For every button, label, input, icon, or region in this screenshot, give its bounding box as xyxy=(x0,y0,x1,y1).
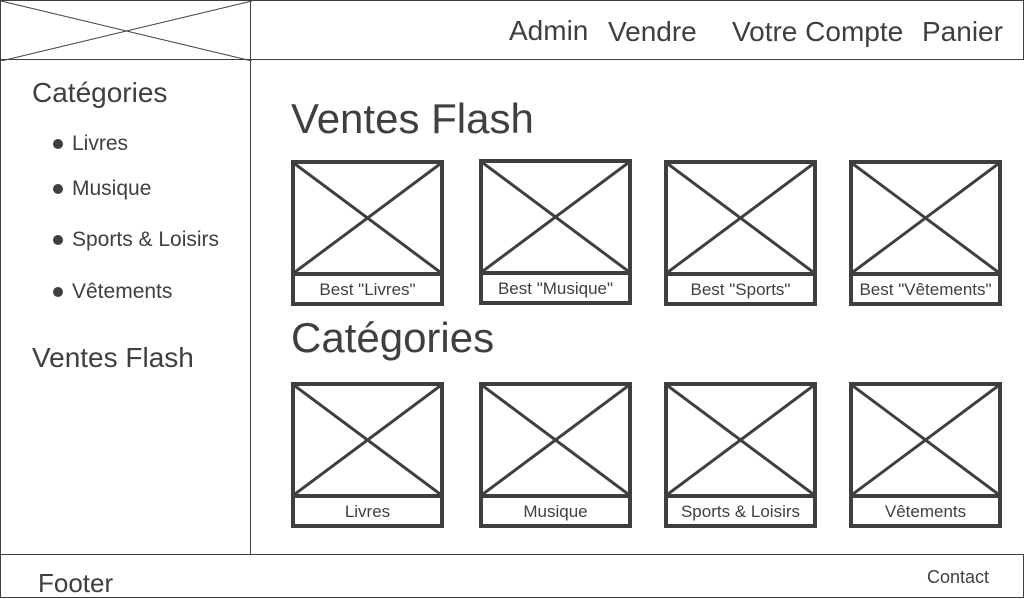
bullet-icon xyxy=(53,287,63,297)
card-caption: Best "Musique" xyxy=(479,271,632,305)
category-card-musique[interactable]: Musique xyxy=(479,382,632,528)
sidebar-item-livres[interactable]: Livres xyxy=(53,132,128,156)
card-image xyxy=(664,160,817,276)
placeholder-image-icon xyxy=(295,386,440,494)
footer-title: Footer xyxy=(38,568,114,598)
card-image xyxy=(291,382,444,498)
placeholder-image-icon xyxy=(668,164,813,272)
nav-admin[interactable]: Admin xyxy=(509,15,589,46)
card-image xyxy=(849,160,1002,276)
flash-card-vetements[interactable]: Best "Vêtements" xyxy=(849,160,1002,306)
sidebar-ventes-flash-title[interactable]: Ventes Flash xyxy=(32,342,194,373)
bullet-icon xyxy=(53,139,63,149)
sidebar-categories-title[interactable]: Catégories xyxy=(32,77,168,108)
placeholder-image-icon xyxy=(853,386,998,494)
category-card-livres[interactable]: Livres xyxy=(291,382,444,528)
nav-votre-compte[interactable]: Votre Compte xyxy=(732,16,904,47)
footer: Footer Contact xyxy=(0,554,1024,598)
sidebar-item-label: Livres xyxy=(72,132,129,155)
sidebar-item-label: Sports & Loisirs xyxy=(72,228,220,251)
ventes-flash-title: Ventes Flash xyxy=(291,95,534,142)
sidebar-item-label: Vêtements xyxy=(72,280,173,303)
placeholder-image-icon xyxy=(483,163,628,271)
footer-contact-link[interactable]: Contact xyxy=(926,567,989,587)
card-caption: Vêtements xyxy=(849,494,1002,528)
card-caption: Best "Sports" xyxy=(664,272,817,306)
card-image xyxy=(479,159,632,275)
category-card-vetements[interactable]: Vêtements xyxy=(849,382,1002,528)
placeholder-image-icon xyxy=(483,386,628,494)
card-caption: Best "Livres" xyxy=(291,272,444,306)
nav-panier[interactable]: Panier xyxy=(922,16,1003,47)
card-image xyxy=(291,160,444,276)
card-image xyxy=(664,382,817,498)
card-image xyxy=(849,382,1002,498)
card-caption: Musique xyxy=(479,494,632,528)
card-image xyxy=(479,382,632,498)
sidebar-item-musique[interactable]: Musique xyxy=(53,177,151,201)
sidebar-item-vetements[interactable]: Vêtements xyxy=(53,280,172,304)
placeholder-image-icon xyxy=(1,1,252,61)
flash-card-musique[interactable]: Best "Musique" xyxy=(479,159,632,305)
flash-card-sports[interactable]: Best "Sports" xyxy=(664,160,817,306)
flash-card-livres[interactable]: Best "Livres" xyxy=(291,160,444,306)
sidebar: Catégories Livres Musique Sports & Loisi… xyxy=(0,59,251,555)
header-bar: Admin Vendre Votre Compte Panier xyxy=(250,0,1024,60)
placeholder-image-icon xyxy=(668,386,813,494)
placeholder-image-icon xyxy=(295,164,440,272)
categories-title: Catégories xyxy=(291,314,495,361)
sidebar-item-label: Musique xyxy=(72,177,152,200)
bullet-icon xyxy=(53,184,63,194)
card-caption: Best "Vêtements" xyxy=(849,272,1002,306)
card-caption: Sports & Loisirs xyxy=(664,494,817,528)
category-card-sports-loisirs[interactable]: Sports & Loisirs xyxy=(664,382,817,528)
placeholder-image-icon xyxy=(853,164,998,272)
nav-vendre[interactable]: Vendre xyxy=(608,16,697,47)
logo-placeholder[interactable] xyxy=(0,0,252,61)
bullet-icon xyxy=(53,235,63,245)
card-caption: Livres xyxy=(291,494,444,528)
sidebar-item-sports-loisirs[interactable]: Sports & Loisirs xyxy=(53,228,219,252)
